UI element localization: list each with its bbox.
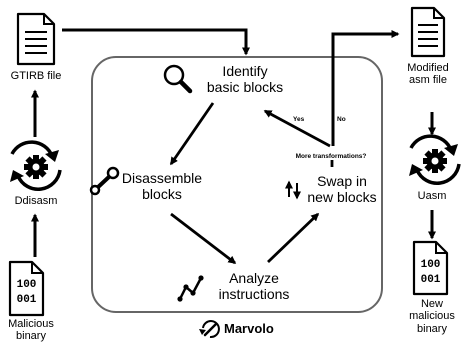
modified-label-line-1: Modified [407, 62, 449, 74]
malicious-binary-icon: 100 001 [8, 260, 45, 317]
marvolo-title: Marvolo [224, 321, 274, 336]
swap-label-line-2: new blocks [307, 188, 377, 205]
new-binary-label-line-1: New [420, 298, 444, 310]
modified-asm-file-icon [410, 6, 446, 58]
disassemble-label-line-2: blocks [142, 185, 182, 202]
analyze-label-line-2: instructions [218, 285, 290, 302]
swap-arrows-icon [285, 180, 301, 200]
new-binary-label-line-3: binary [417, 322, 447, 335]
arrow-identify-to-disassemble [169, 102, 215, 166]
modified-asm-file-label: Modified asm file [407, 62, 449, 87]
output-binary-line-2: 001 [421, 274, 441, 286]
uasm-label: Uasm [417, 190, 447, 202]
magnifier-icon [163, 64, 193, 94]
input-binary-line-1: 100 [17, 279, 37, 291]
arrow-analyze-to-swap [267, 212, 320, 264]
gtirb-file-label: GTIRB file [10, 70, 62, 82]
swap-label-line-1: Swap in [317, 173, 367, 189]
ddisasm-gear-icon [10, 140, 62, 191]
arrow-yes-to-identify [263, 109, 331, 148]
new-binary-label-line-2: malicious [409, 310, 455, 323]
identify-label-line-2: basic blocks [206, 78, 284, 95]
malicious-binary-label-line-2: binary [16, 330, 46, 343]
no-branch-label: No [337, 116, 346, 123]
chart-line-icon [177, 275, 204, 302]
disassemble-blocks-label: Disassemble blocks [121, 170, 203, 202]
gtirb-file-icon [16, 12, 56, 66]
wrench-icon [89, 166, 120, 196]
disassemble-label-line-1: Disassemble [121, 170, 203, 186]
identify-basic-blocks-label: Identify basic blocks [206, 63, 284, 95]
marvolo-wand-icon [199, 320, 220, 339]
modified-label-line-2: asm file [409, 74, 447, 87]
ddisasm-label: Ddisasm [14, 195, 58, 207]
more-transformations-question: More transformations? [295, 153, 367, 160]
arrow-no-to-modified-asm [331, 30, 400, 146]
malicious-binary-label-line-1: Malicious [8, 318, 54, 330]
malicious-binary-label: Malicious binary [8, 318, 54, 343]
arrow-disassemble-to-analyze [170, 212, 237, 265]
swap-in-new-blocks-label: Swap in new blocks [307, 173, 377, 205]
output-binary-line-1: 100 [421, 259, 441, 271]
input-binary-line-2: 001 [17, 294, 37, 306]
uasm-gear-icon [409, 134, 461, 185]
analyze-label-line-1: Analyze [229, 270, 279, 286]
marvolo-container [91, 56, 383, 313]
new-malicious-binary-label: New malicious binary [409, 298, 455, 335]
identify-label-line-1: Identify [222, 63, 268, 79]
analyze-instructions-label: Analyze instructions [218, 270, 290, 302]
arrow-gtirb-to-identify [62, 28, 250, 56]
yes-branch-label: Yes [293, 116, 305, 123]
new-malicious-binary-icon: 100 001 [412, 240, 449, 296]
